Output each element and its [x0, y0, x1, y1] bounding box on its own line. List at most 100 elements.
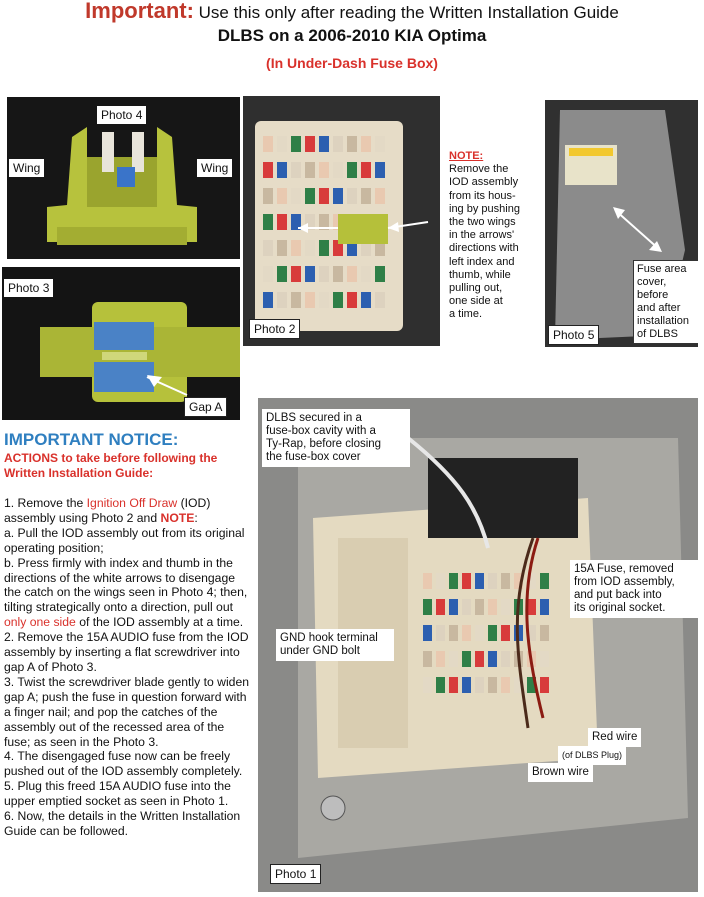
- note-line: left index and: [449, 255, 515, 268]
- fuse: [449, 573, 458, 589]
- fuse: [305, 292, 315, 308]
- dlbs-plug-label: (of DLBS Plug): [558, 746, 627, 765]
- fuse: [277, 292, 287, 308]
- fuse: [501, 651, 510, 667]
- fuse: [475, 625, 484, 641]
- step-5: 5. Plug this freed 15A AUDIO fuse into t…: [4, 779, 231, 809]
- fuse: [277, 136, 287, 152]
- dlbs-callout: DLBS secured in a fuse-box cavity with a…: [262, 409, 410, 467]
- fuse: [540, 573, 549, 589]
- fuse: [375, 266, 385, 282]
- fuse: [333, 240, 343, 256]
- fuse: [291, 214, 301, 230]
- fuse: [501, 625, 510, 641]
- fuse: [347, 240, 357, 256]
- fuse15-callout: 15A Fuse, removed from IOD assembly, and…: [570, 560, 698, 618]
- fuse: [436, 599, 445, 615]
- step-1b: b. Press firmly with index and thumb in …: [4, 556, 249, 631]
- fuse: [475, 651, 484, 667]
- fuse: [263, 292, 273, 308]
- fuse: [462, 625, 471, 641]
- fuse: [462, 573, 471, 589]
- fuse: [347, 136, 357, 152]
- fuse: [375, 240, 385, 256]
- fuse: [333, 188, 343, 204]
- caption-line: and after: [637, 302, 681, 314]
- red-wire-label: Red wire: [588, 728, 642, 747]
- important-notice: IMPORTANT NOTICE: ACTIONS to take before…: [4, 430, 246, 481]
- photo-2: Photo 2: [243, 96, 440, 346]
- photo-1-title: Photo 1: [270, 864, 322, 884]
- fuse: [501, 677, 510, 693]
- fuse: [436, 677, 445, 693]
- header-line-1: Important: Use this only after reading t…: [0, 0, 704, 24]
- fuse: [263, 214, 273, 230]
- fuse: [277, 188, 287, 204]
- fuse: [462, 677, 471, 693]
- caption-line: Fuse area: [637, 263, 687, 275]
- fuse: [423, 677, 432, 693]
- fuse: [475, 677, 484, 693]
- fuse: [277, 266, 287, 282]
- note-line: Remove the: [449, 163, 509, 176]
- fuse: [333, 266, 343, 282]
- callout-line: GND hook terminal: [280, 632, 378, 644]
- fuse: [361, 188, 371, 204]
- caption-line: before: [637, 289, 669, 301]
- fuse: [540, 651, 549, 667]
- note-line: ing by pushing: [449, 202, 520, 215]
- fuse: [291, 162, 301, 178]
- photo-3: Photo 3 Gap A: [2, 267, 240, 420]
- fuse: [291, 188, 301, 204]
- header-text: Use this only after reading the Written …: [198, 3, 619, 22]
- fuse: [501, 573, 510, 589]
- fuse: [488, 573, 497, 589]
- fuse: [423, 573, 432, 589]
- callout-line: its original socket.: [574, 602, 666, 614]
- instructions: 1. Remove the Ignition Off Draw (IOD) as…: [4, 496, 249, 839]
- fuse: [263, 266, 273, 282]
- fuse: [475, 599, 484, 615]
- fuse: [501, 599, 510, 615]
- fuse: [527, 677, 536, 693]
- fuse: [488, 677, 497, 693]
- fuse: [263, 136, 273, 152]
- step-4: 4. The disengaged fuse now can be freely…: [4, 749, 243, 779]
- notice-subtitle: ACTIONS to take before following the Wri…: [4, 451, 218, 480]
- fuse: [263, 240, 273, 256]
- step-2: 2. Remove the 15A AUDIO fuse from the IO…: [4, 630, 249, 674]
- fuse: [291, 136, 301, 152]
- fuse: [291, 292, 301, 308]
- note-heading: NOTE:: [449, 150, 484, 162]
- page-subtitle: (In Under-Dash Fuse Box): [266, 55, 438, 71]
- fuse: [277, 214, 287, 230]
- fuse: [305, 266, 315, 282]
- fuse: [319, 162, 329, 178]
- callout-line: from IOD assembly,: [574, 576, 675, 588]
- page-title: DLBS on a 2006-2010 KIA Optima: [217, 26, 487, 45]
- fuse: [319, 136, 329, 152]
- step-text: (IOD) assembly using Photo 2 and: [4, 496, 211, 525]
- step-text: b. Press firmly with index and thumb in …: [4, 555, 248, 615]
- fuse: [375, 188, 385, 204]
- fuse: [375, 292, 385, 308]
- highlight-text: NOTE: [160, 510, 195, 525]
- note-line: pulling out,: [449, 282, 503, 295]
- fuse: [319, 214, 329, 230]
- note-line: the two wings: [449, 216, 516, 229]
- fuse: [540, 625, 549, 641]
- fuse: [449, 651, 458, 667]
- highlight-text: only one side: [4, 615, 76, 630]
- photo-3-title: Photo 3: [4, 279, 54, 297]
- fuse: [436, 573, 445, 589]
- photo-5-caption: Fuse area cover, before and after instal…: [633, 260, 698, 344]
- fuse: [347, 292, 357, 308]
- notice-title: IMPORTANT NOTICE:: [4, 430, 179, 449]
- fuse: [488, 625, 497, 641]
- fuse: [423, 599, 432, 615]
- callout-line: fuse-box cavity with a: [266, 425, 376, 437]
- caption-line: cover,: [637, 276, 667, 288]
- fuse: [449, 599, 458, 615]
- fuse: [527, 625, 536, 641]
- gap-a-label: Gap A: [184, 397, 228, 417]
